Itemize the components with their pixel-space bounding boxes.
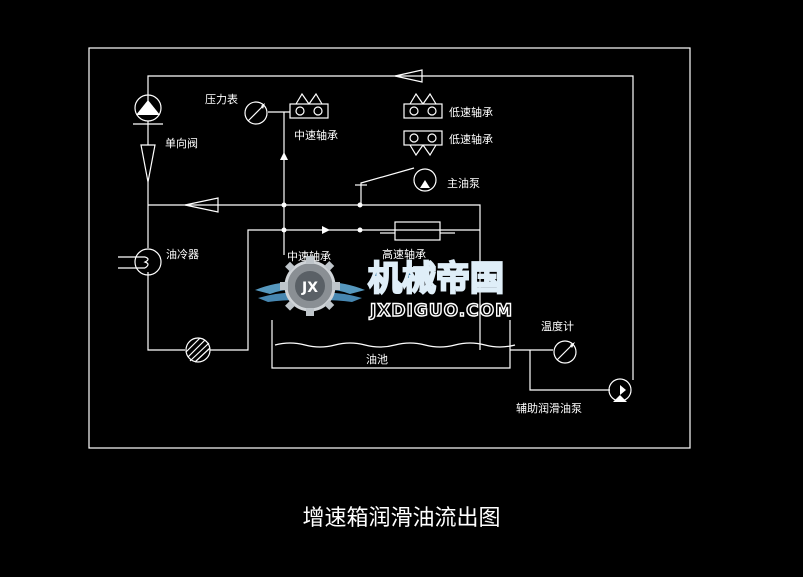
arrow-left-icon xyxy=(184,197,219,213)
mid-bearing-top-symbol xyxy=(289,92,329,119)
aux-pump-line xyxy=(529,350,610,391)
filter-symbol xyxy=(185,337,211,363)
high-bearing-symbol xyxy=(380,221,455,241)
thermometer-label: 温度计 xyxy=(541,319,574,333)
main-pump-symbol xyxy=(413,168,437,192)
thermometer-symbol xyxy=(553,340,577,364)
arrow-left-icon xyxy=(394,69,423,83)
oil-tank-symbol xyxy=(271,320,516,369)
oil-cooler-symbol xyxy=(118,248,162,276)
watermark-cn-text: 机械帝国 xyxy=(368,259,504,299)
top-return-line xyxy=(147,75,634,380)
filter-return-line xyxy=(210,229,480,351)
low-bearing-2-label: 低速轴承 xyxy=(449,132,493,146)
drawing-frame xyxy=(88,47,691,449)
aux-pump-label: 辅助润滑油泵 xyxy=(516,401,582,415)
diagram-caption: 增速箱润滑油流出图 xyxy=(302,506,501,531)
oil-cooler-label: 油冷器 xyxy=(166,247,199,261)
check-valve-label: 单向阀 xyxy=(165,136,198,150)
arrow-down-icon xyxy=(140,144,156,183)
watermark-emblem-text: JX xyxy=(301,280,318,296)
supply-header-line xyxy=(148,204,481,350)
low-bearing-2-symbol xyxy=(403,130,443,157)
pressure-gauge-symbol xyxy=(244,101,268,125)
pressure-gauge-label: 压力表 xyxy=(205,92,238,106)
oil-tank-label: 油池 xyxy=(366,352,388,366)
low-bearing-1-label: 低速轴承 xyxy=(449,105,493,119)
mid-bearing-top-label: 中速轴承 xyxy=(294,128,338,142)
left-bottom-line xyxy=(147,272,185,351)
watermark-en-text: JXDIGUO.COM xyxy=(369,301,513,321)
check-valve-symbol xyxy=(133,94,163,183)
low-bearing-1-symbol xyxy=(403,92,443,119)
main-pump-line xyxy=(360,167,415,205)
watermark-logo: JX 机械帝国 JXDIGUO.COM xyxy=(255,256,513,322)
main-pump-label: 主油泵 xyxy=(447,176,480,190)
high-bearing-label: 高速轴承 xyxy=(382,247,426,261)
aux-pump-symbol xyxy=(608,378,632,402)
